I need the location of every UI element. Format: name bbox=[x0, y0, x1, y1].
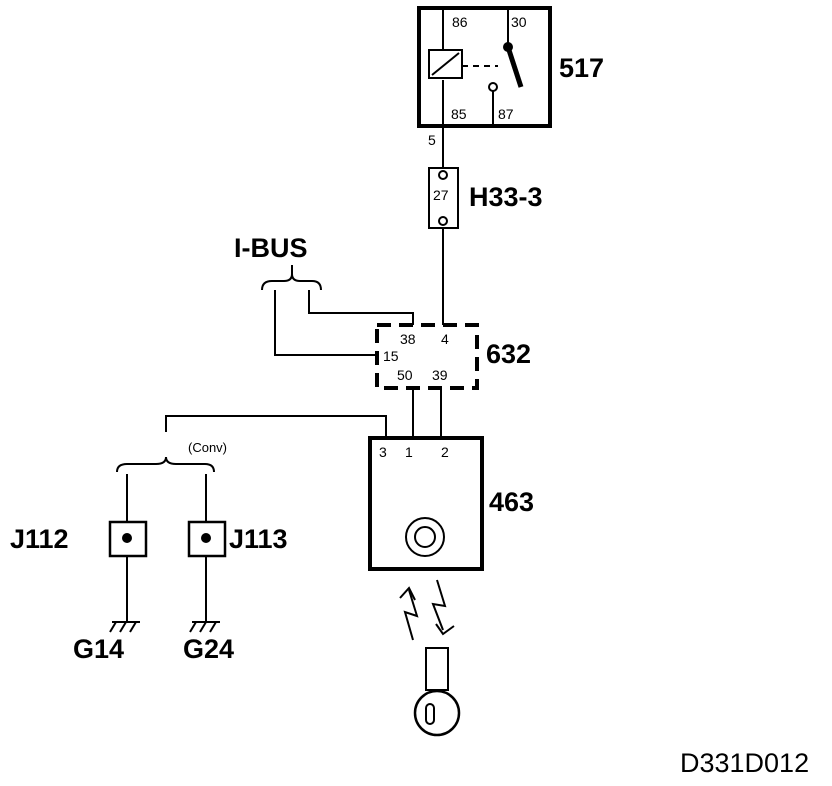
signal-down-icon bbox=[431, 579, 455, 636]
ground-g24: G24 bbox=[183, 621, 234, 664]
pin-1: 1 bbox=[405, 444, 413, 460]
fuse-h33-3: 27 H33-3 bbox=[428, 167, 543, 229]
connector-j113-label: J113 bbox=[229, 524, 288, 554]
relay-pin-85: 85 bbox=[451, 106, 467, 122]
connector-j112-box bbox=[108, 520, 148, 558]
module-632: 38 4 15 50 39 632 bbox=[375, 323, 531, 390]
ground-g24-label: G24 bbox=[183, 634, 234, 664]
antenna-coil-icon bbox=[405, 517, 445, 557]
signal-up-icon bbox=[399, 586, 419, 641]
fuse-label: H33-3 bbox=[469, 182, 543, 212]
pin-38: 38 bbox=[400, 331, 416, 347]
wire-pin3-to-conv bbox=[165, 415, 387, 438]
pin-15: 15 bbox=[383, 348, 399, 364]
connector-j112: J112 bbox=[10, 520, 148, 558]
conv-bracket: (Conv) bbox=[116, 440, 227, 473]
relay-pin-86: 86 bbox=[452, 14, 468, 30]
module-632-label: 632 bbox=[486, 339, 531, 369]
relay-pin-30: 30 bbox=[511, 14, 527, 30]
relay-517: 86 30 85 87 517 bbox=[417, 6, 604, 128]
pin-4: 4 bbox=[441, 331, 449, 347]
module-632-box bbox=[375, 323, 479, 390]
key-icon bbox=[413, 647, 461, 737]
ground-icon bbox=[189, 621, 220, 633]
relay-pin-87: 87 bbox=[498, 106, 514, 122]
conv-label: (Conv) bbox=[188, 440, 227, 455]
connector-j112-label: J112 bbox=[10, 524, 69, 554]
figure-code: D331D012 bbox=[680, 748, 809, 778]
ground-g14: G14 bbox=[73, 621, 140, 664]
connector-j113: J113 bbox=[187, 520, 288, 558]
module-463-box bbox=[368, 436, 484, 571]
wire-ibus-to-pin15 bbox=[274, 290, 378, 356]
connector-pin-icon bbox=[122, 533, 132, 543]
module-463: 3 1 2 463 bbox=[368, 436, 534, 571]
relay-label: 517 bbox=[559, 53, 604, 83]
pin-50: 50 bbox=[397, 367, 413, 383]
pin-2: 2 bbox=[441, 444, 449, 460]
connector-pin-icon bbox=[201, 533, 211, 543]
wire-label-5: 5 bbox=[428, 132, 436, 148]
fuse-number: 27 bbox=[433, 187, 449, 203]
ibus-bracket: I-BUS bbox=[234, 233, 322, 291]
ground-icon bbox=[109, 621, 140, 633]
relay-switch-icon bbox=[503, 42, 524, 88]
wire-ibus-to-pin38 bbox=[308, 290, 414, 325]
pin-3: 3 bbox=[379, 444, 387, 460]
relay-coil-icon bbox=[428, 49, 463, 79]
pin-39: 39 bbox=[432, 367, 448, 383]
module-463-label: 463 bbox=[489, 487, 534, 517]
ground-g14-label: G14 bbox=[73, 634, 124, 664]
relay-517-box bbox=[417, 6, 552, 128]
ibus-label: I-BUS bbox=[234, 233, 308, 263]
